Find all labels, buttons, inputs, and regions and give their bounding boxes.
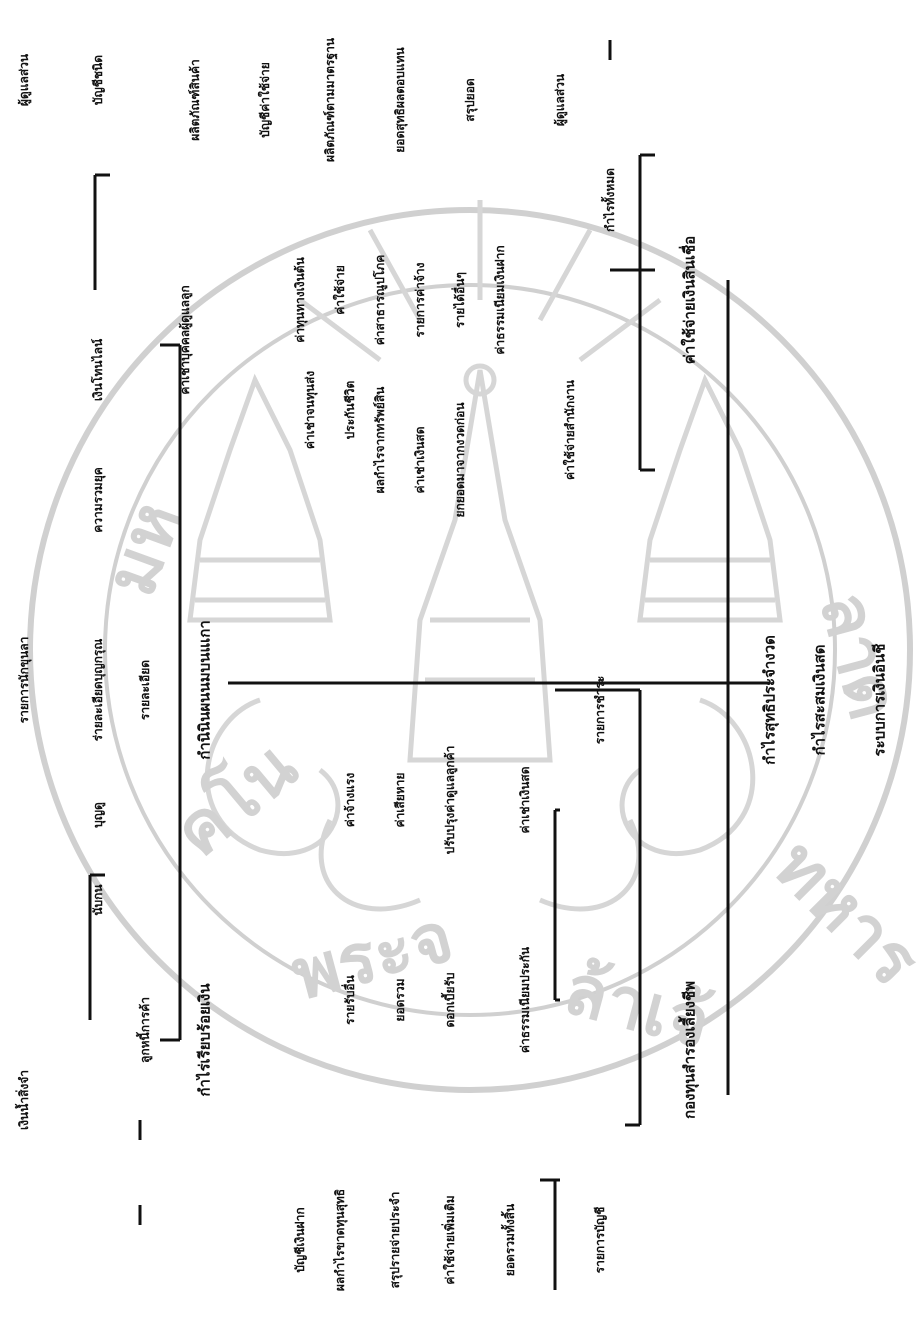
bl-leaves2-0: ค่าเช่าเงินสด xyxy=(518,766,532,834)
top-sub-center: ร่ายละเอียดบุญกรุณ xyxy=(91,638,105,742)
top-leaf-b: บุญดู xyxy=(91,802,105,828)
group-a-item-0: ค่าเช่าบุคคลผู้ดูแลลูก xyxy=(178,285,192,395)
group-a-item-2: ประกันชีวิต xyxy=(343,380,357,440)
group-b-item-0: ค่าทุนทางเงินต้น xyxy=(293,257,307,343)
top-leaf-3: เงินน้ำสิ่งจำ xyxy=(17,1069,31,1131)
group-a-item-5: ยกยอดมาจากงวดก่อน xyxy=(453,402,467,518)
top-leaf-2: รายการนักขุนลา xyxy=(17,636,31,724)
group-a-item-1: ค่าเช่าจนทุนส่ง xyxy=(303,370,317,450)
bl-sub: รายการชำระ xyxy=(593,675,607,745)
middle-group-title: ค่าใช้จ่ายเงินสินเชื่อ xyxy=(680,235,699,365)
level1-left: กำนินินผนนมบนแเกา xyxy=(195,620,214,760)
bl-leaves2-1: รายการบัญชี xyxy=(593,1206,607,1274)
group-b-item-dup: ผู้ดูแลส่วน xyxy=(553,73,567,127)
bl-child-2: ดอกเบี้ยรับ xyxy=(443,972,457,1028)
top-leaf-1: ผู้ดูแลส่วน xyxy=(17,53,31,107)
group-b-item-4: รายได้อื่นๆ xyxy=(453,272,467,328)
group-b-item-3: รายการค่าจ้าง xyxy=(413,262,427,338)
group-c-item-2: ผลิตภัณฑ์ตามมาตรฐาน xyxy=(323,37,337,163)
lower-child-0: ค่าจ้างแรง xyxy=(343,772,357,828)
group-c-item-5: สรุปยอด xyxy=(463,78,477,122)
bl-child-1: ยอดรวม xyxy=(393,978,407,1022)
bl-leaf-0: บัญชีเงินฝาก xyxy=(293,1207,307,1273)
bl-leaf-3: ค่าใช้จ่ายเพิ่มเติม xyxy=(443,1195,457,1285)
level1-left2: กำไร่เรียบร้อยเงิน xyxy=(195,983,214,1097)
lower-child-2: ปรับปรุงค่าดูแลลูกค้า xyxy=(443,745,457,855)
bottom-right-1: กำไรสะสมเงินสด xyxy=(810,644,829,756)
bl-child-0: รายรับอื่น xyxy=(343,975,357,1025)
group-c-item-1: บัญชีค่าใช้จ่าย xyxy=(258,62,272,138)
top-leaf-c: นับกน xyxy=(91,884,105,916)
upper-child-1: บัญชีชนิด xyxy=(91,54,105,106)
group-c-item-0: ผลิตภัณฑ์สินค้า xyxy=(188,59,202,141)
group-a-item-3: ผลกำไรจากทรัพย์สิน xyxy=(373,386,387,494)
upper-child-3: ความรวมยุค xyxy=(91,467,105,533)
bl-leaf-1: ผลกำไรขาดทุนสุทธิ xyxy=(333,1188,347,1292)
bl-leaf-4: ยอดรวมทั้งสิ้น xyxy=(503,1203,517,1277)
top-center: รายละเอียด xyxy=(138,659,152,721)
bl-child-3: ค่าธรรมเนียมประกัน xyxy=(518,946,532,1054)
group-b-item-2: ค่าสาธารณูปโภค xyxy=(373,254,387,346)
bottom-right-0: กำไรสุทธิประจำงวด xyxy=(760,635,779,765)
upper-child-2: เงินโทนไลน์ xyxy=(91,338,105,402)
group-c-item-6: กำไรทั้งหมด xyxy=(603,168,617,232)
group-b-item-1: ค่าใช้จ่าย xyxy=(333,265,347,315)
group-c-item-4: ค่าใช้จ่ายสำนักงาน xyxy=(563,380,577,480)
group-c-item-3: ยอดสุทธิผลตอบแทน xyxy=(393,47,407,153)
bottom-right-2: ระบบการเงินอินชี xyxy=(870,643,889,757)
group-a-item-4: ค่าเช่าเงินสด xyxy=(413,426,427,494)
bl-leaf-2: สรุปรายจ่ายประจำ xyxy=(388,1191,402,1289)
lower-child-1: ค่าเสียหาย xyxy=(393,772,407,828)
group-b-item-5: ค่าธรรมเนียมเงินฝาก xyxy=(493,245,507,355)
lower-group: ลูกหนี้การค้า xyxy=(138,997,152,1063)
bl-group: กองทุนสำรองเลี้ยงชีพ xyxy=(680,980,699,1120)
